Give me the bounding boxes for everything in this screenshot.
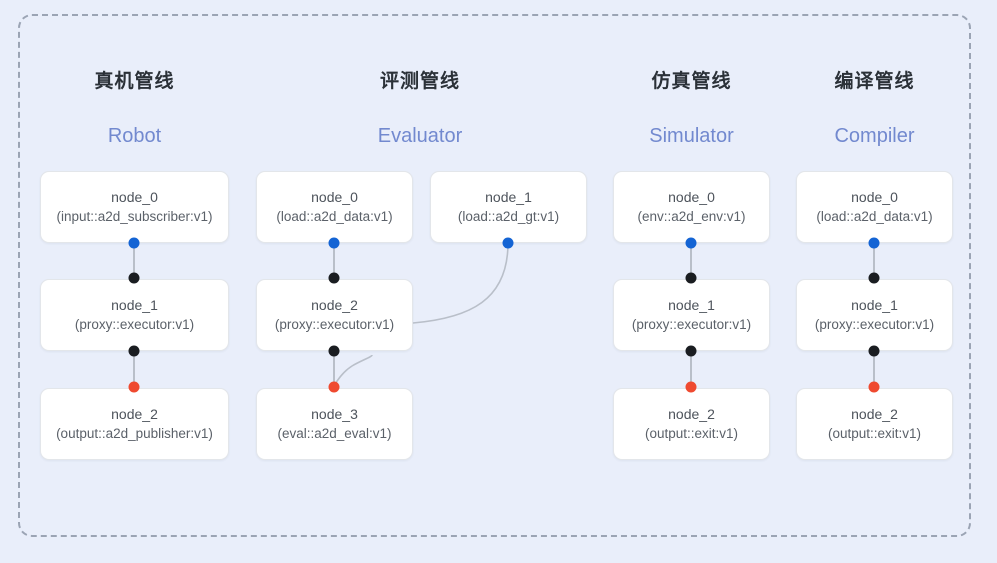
port-in-robot-1[interactable] (128, 272, 140, 284)
node-name: node_1 (851, 297, 898, 313)
node-compiler-1[interactable]: node_1 (proxy::executor:v1) (796, 279, 953, 351)
node-evaluator-0[interactable]: node_0 (load::a2d_data:v1) (256, 171, 413, 243)
edge-robot-1-to-2 (133, 350, 135, 387)
node-name: node_0 (111, 189, 158, 205)
node-spec: (input::a2d_subscriber:v1) (56, 209, 213, 224)
port-out-compiler-1[interactable] (868, 345, 880, 357)
port-in-evaluator-2[interactable] (328, 272, 340, 284)
edge-simulator-0-to-1 (690, 242, 692, 278)
edge-evaluator-0-to-2 (333, 242, 335, 278)
diagram-dashed-frame (18, 14, 971, 537)
node-name: node_0 (668, 189, 715, 205)
port-out-evaluator-1-gt[interactable] (502, 237, 514, 249)
node-name: node_0 (851, 189, 898, 205)
node-compiler-0[interactable]: node_0 (load::a2d_data:v1) (796, 171, 953, 243)
port-out-evaluator-0[interactable] (328, 237, 340, 249)
edge-evaluator-2-to-3 (333, 350, 335, 387)
column-subtitle-evaluator: Evaluator (377, 125, 463, 147)
node-evaluator-2[interactable]: node_2 (proxy::executor:v1) (256, 279, 413, 351)
edge-simulator-1-to-2 (690, 350, 692, 387)
node-spec: (load::a2d_gt:v1) (457, 209, 560, 224)
node-simulator-2[interactable]: node_2 (output::exit:v1) (613, 388, 770, 460)
node-spec: (output::exit:v1) (644, 426, 739, 441)
column-title-robot: 真机管线 (94, 71, 175, 92)
column-title-compiler: 编译管线 (834, 71, 915, 92)
node-spec: (output::exit:v1) (827, 426, 922, 441)
port-in-simulator-1[interactable] (685, 272, 697, 284)
node-evaluator-3[interactable]: node_3 (eval::a2d_eval:v1) (256, 388, 413, 460)
node-spec: (load::a2d_data:v1) (816, 209, 933, 224)
edge-compiler-0-to-1 (873, 242, 875, 278)
node-name: node_1 (668, 297, 715, 313)
node-robot-2[interactable]: node_2 (output::a2d_publisher:v1) (40, 388, 229, 460)
port-in-compiler-2[interactable] (868, 381, 880, 393)
node-name: node_3 (311, 406, 358, 422)
node-spec: (load::a2d_data:v1) (276, 209, 393, 224)
node-name: node_2 (851, 406, 898, 422)
column-subtitle-robot: Robot (107, 125, 162, 147)
node-evaluator-1-gt[interactable]: node_1 (load::a2d_gt:v1) (430, 171, 587, 243)
node-simulator-1[interactable]: node_1 (proxy::executor:v1) (613, 279, 770, 351)
node-spec: (proxy::executor:v1) (631, 317, 752, 332)
column-title-evaluator: 评测管线 (379, 71, 460, 92)
port-out-robot-0[interactable] (128, 237, 140, 249)
node-name: node_0 (311, 189, 358, 205)
column-subtitle-compiler: Compiler (834, 125, 915, 147)
port-out-robot-1[interactable] (128, 345, 140, 357)
port-in-evaluator-3[interactable] (328, 381, 340, 393)
node-robot-0[interactable]: node_0 (input::a2d_subscriber:v1) (40, 171, 229, 243)
port-in-simulator-2[interactable] (685, 381, 697, 393)
node-spec: (proxy::executor:v1) (274, 317, 395, 332)
node-spec: (proxy::executor:v1) (814, 317, 935, 332)
edge-compiler-1-to-2 (873, 350, 875, 387)
column-subtitle-simulator: Simulator (649, 125, 734, 147)
node-robot-1[interactable]: node_1 (proxy::executor:v1) (40, 279, 229, 351)
node-name: node_1 (111, 297, 158, 313)
port-out-compiler-0[interactable] (868, 237, 880, 249)
node-name: node_1 (485, 189, 532, 205)
node-name: node_2 (111, 406, 158, 422)
node-spec: (eval::a2d_eval:v1) (277, 426, 392, 441)
port-in-compiler-1[interactable] (868, 272, 880, 284)
edge-robot-0-to-1 (133, 242, 135, 278)
column-title-simulator: 仿真管线 (651, 71, 732, 92)
node-spec: (proxy::executor:v1) (74, 317, 195, 332)
port-out-simulator-1[interactable] (685, 345, 697, 357)
port-out-evaluator-2[interactable] (328, 345, 340, 357)
node-spec: (env::a2d_env:v1) (637, 209, 746, 224)
node-name: node_2 (668, 406, 715, 422)
node-spec: (output::a2d_publisher:v1) (56, 426, 213, 441)
port-out-simulator-0[interactable] (685, 237, 697, 249)
port-in-robot-2[interactable] (128, 381, 140, 393)
node-simulator-0[interactable]: node_0 (env::a2d_env:v1) (613, 171, 770, 243)
node-name: node_2 (311, 297, 358, 313)
node-compiler-2[interactable]: node_2 (output::exit:v1) (796, 388, 953, 460)
